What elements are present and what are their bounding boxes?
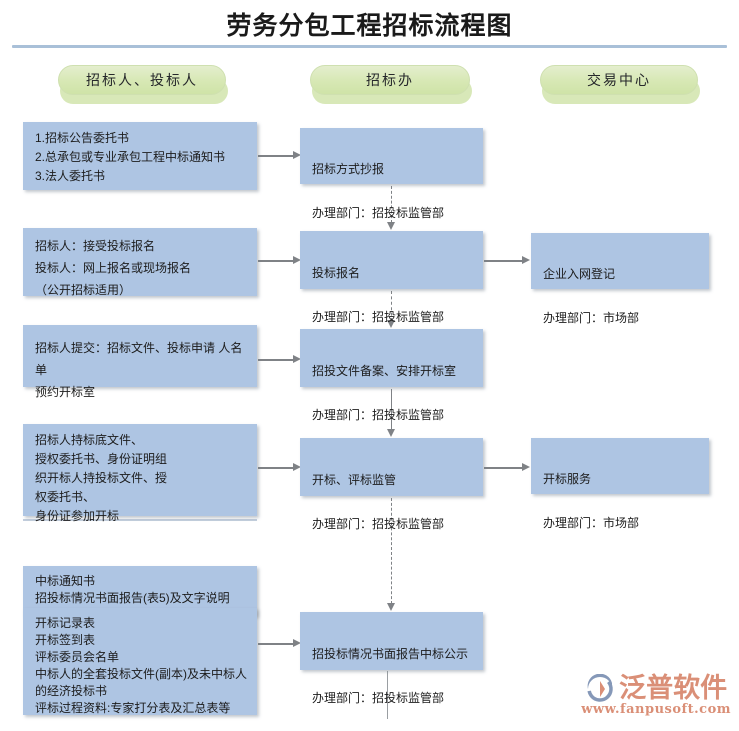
- watermark-url: www.fanpusoft.com: [581, 702, 731, 717]
- title-divider: [12, 45, 727, 48]
- middle-box-3-dept: 办理部门：招投标监管部: [312, 408, 445, 422]
- arrow-shaft: [258, 359, 294, 361]
- middle-box-2: 投标报名 办理部门：招投标监管部: [300, 231, 483, 324]
- middle-box-3: 招投文件备案、安排开标室 办理部门：招投标监管部: [300, 329, 483, 422]
- left-box-5: 中标通知书 招投标情况书面报告(表5)及文字说明 开标记录表: [23, 566, 257, 622]
- arrow-left4-to-middle4: [258, 463, 301, 472]
- middle-box-2-dept: 办理部门：招投标监管部: [312, 310, 445, 324]
- right-box-2: 开标服务 办理部门：市场部: [531, 438, 709, 530]
- arrow-head: [387, 603, 395, 611]
- arrow-shaft: [391, 291, 392, 321]
- arrow-head: [387, 429, 395, 437]
- arrow-head: [522, 463, 530, 471]
- middle-box-5-dept: 办理部门：招投标监管部: [312, 691, 445, 705]
- arrow-head: [293, 355, 301, 363]
- left-box-4: 招标人持标底文件、 授权委托书、身份证明组 织开标人持投标文件、授 权委托书、 …: [23, 424, 257, 523]
- middle-box-5: 招投标情况书面报告中标公示 办理部门：招投标监管部: [300, 612, 483, 705]
- arrow-shaft: [391, 186, 392, 223]
- arrow-middle1-to-middle2: [387, 186, 396, 230]
- right-box-1-title: 企业入网登记: [543, 267, 616, 281]
- arrow-shaft: [391, 389, 392, 430]
- right-box-2-title: 开标服务: [543, 472, 592, 486]
- arrow-middle3-to-middle4: [387, 389, 396, 437]
- arrow-head: [293, 151, 301, 159]
- right-box-2-dept: 办理部门：市场部: [543, 516, 640, 530]
- line-below-middle5: [387, 671, 388, 719]
- column-header-bidder-label: 招标人、投标人: [86, 72, 198, 88]
- arrow-head: [293, 256, 301, 264]
- middle-box-4-dept: 办理部门：招投标监管部: [312, 517, 445, 531]
- watermark: 泛普软件 www.fanpusoft.com: [581, 674, 731, 718]
- right-box-1-dept: 办理部门：市场部: [543, 311, 640, 325]
- fanpu-logo-icon: [585, 673, 615, 704]
- column-header-bid-office: 招标办: [310, 65, 470, 95]
- column-header-bid-office-label: 招标办: [366, 72, 414, 88]
- arrow-head: [293, 463, 301, 471]
- watermark-row: 泛普软件: [585, 674, 727, 704]
- middle-box-4-title: 开标、评标监管: [312, 473, 397, 487]
- arrow-shaft: [258, 643, 294, 645]
- middle-box-4: 开标、评标监管 办理部门：招投标监管部: [300, 438, 483, 531]
- column-header-trade-center-label: 交易中心: [587, 72, 651, 88]
- middle-box-2-title: 投标报名: [312, 266, 361, 280]
- arrow-middle2-to-right1: [484, 256, 530, 265]
- middle-box-1-dept: 办理部门：招投标监管部: [312, 206, 445, 220]
- watermark-brand: 泛普软件: [619, 673, 728, 704]
- arrow-shaft: [391, 498, 392, 604]
- column-header-bidder: 招标人、投标人: [58, 65, 226, 95]
- left-box-6: 开标记录表 开标签到表 评标委员会名单 中标人的全套投标文件(副本)及未中标人 …: [23, 608, 257, 715]
- arrow-shaft: [484, 260, 523, 262]
- arrow-shaft: [484, 467, 523, 469]
- arrow-shaft: [258, 260, 294, 262]
- middle-box-3-title: 招投文件备案、安排开标室: [312, 364, 457, 378]
- arrow-left1-to-middle1: [258, 151, 301, 160]
- arrow-head: [387, 222, 395, 230]
- page-title: 劳务分包工程招标流程图: [226, 11, 513, 40]
- left-box-1: 1.招标公告委托书 2.总承包或专业承包工程中标通知书 3.法人委托书: [23, 122, 257, 190]
- arrow-shaft: [258, 467, 294, 469]
- middle-box-5-title: 招投标情况书面报告中标公示: [312, 647, 469, 661]
- arrow-head: [293, 639, 301, 647]
- arrow-middle4-to-middle5: [387, 498, 396, 611]
- arrow-middle2-to-middle3: [387, 291, 396, 328]
- left-box-2: 招标人：接受投标报名 投标人：网上报名或现场报名 （公开招标适用）: [23, 228, 257, 297]
- arrow-middle4-to-right2: [484, 463, 530, 472]
- arrow-head: [522, 256, 530, 264]
- left-box-4-underline: [23, 519, 257, 521]
- arrow-head: [387, 320, 395, 328]
- arrow-left2-to-middle2: [258, 256, 301, 265]
- middle-box-1: 招标方式抄报 办理部门：招投标监管部: [300, 128, 483, 220]
- middle-box-1-title: 招标方式抄报: [312, 162, 385, 176]
- arrow-left3-to-middle3: [258, 355, 301, 364]
- column-header-trade-center: 交易中心: [540, 65, 698, 95]
- arrow-left6-to-middle5: [258, 639, 301, 648]
- right-box-1: 企业入网登记 办理部门：市场部: [531, 233, 709, 325]
- left-box-3: 招标人提交：招标文件、投标申请 人名单 预约开标室: [23, 325, 257, 399]
- arrow-shaft: [258, 155, 294, 157]
